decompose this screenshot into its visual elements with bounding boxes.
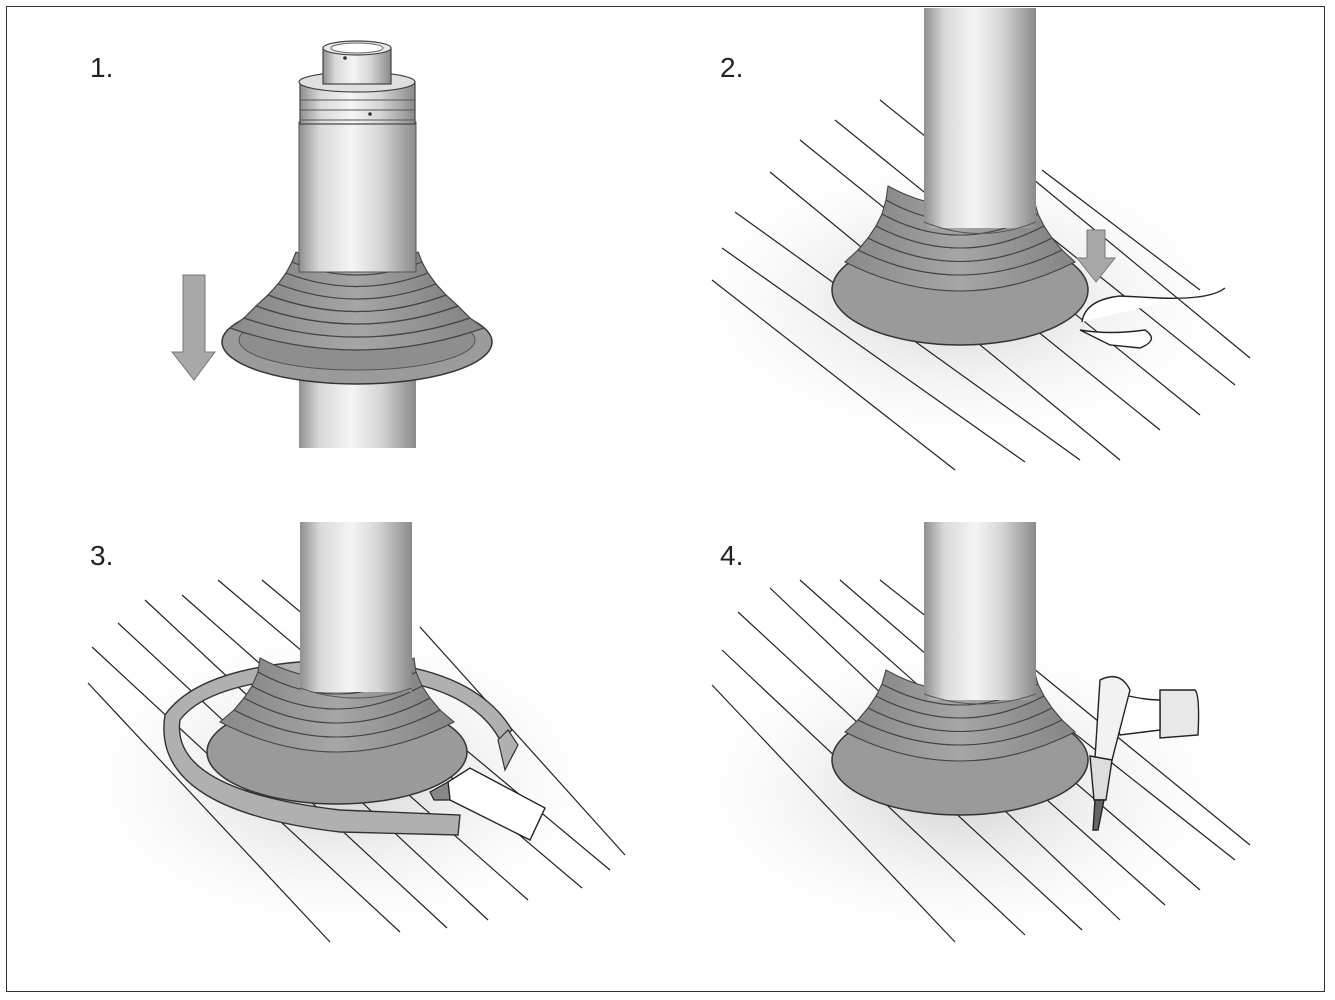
step-4-illustration xyxy=(660,522,1260,955)
pipe-step-3 xyxy=(300,522,412,692)
step-2-illustration xyxy=(660,8,1260,471)
hand-icon xyxy=(1079,287,1226,349)
step-1-illustration xyxy=(170,40,493,448)
heat-gun-icon xyxy=(1089,676,1200,831)
pipe-upper xyxy=(298,121,417,273)
step-2-label: 2. xyxy=(720,52,744,83)
step-3-label: 3. xyxy=(90,540,114,571)
step-3-illustration xyxy=(50,522,630,950)
pipe-step-4 xyxy=(924,522,1036,700)
step-4-label: 4. xyxy=(720,540,744,571)
down-arrow-icon xyxy=(1075,229,1117,283)
sealant-tube-icon xyxy=(429,767,546,841)
step-1-label: 1. xyxy=(90,52,114,83)
down-arrow-icon xyxy=(170,274,216,381)
pipe-step-2 xyxy=(924,8,1036,228)
